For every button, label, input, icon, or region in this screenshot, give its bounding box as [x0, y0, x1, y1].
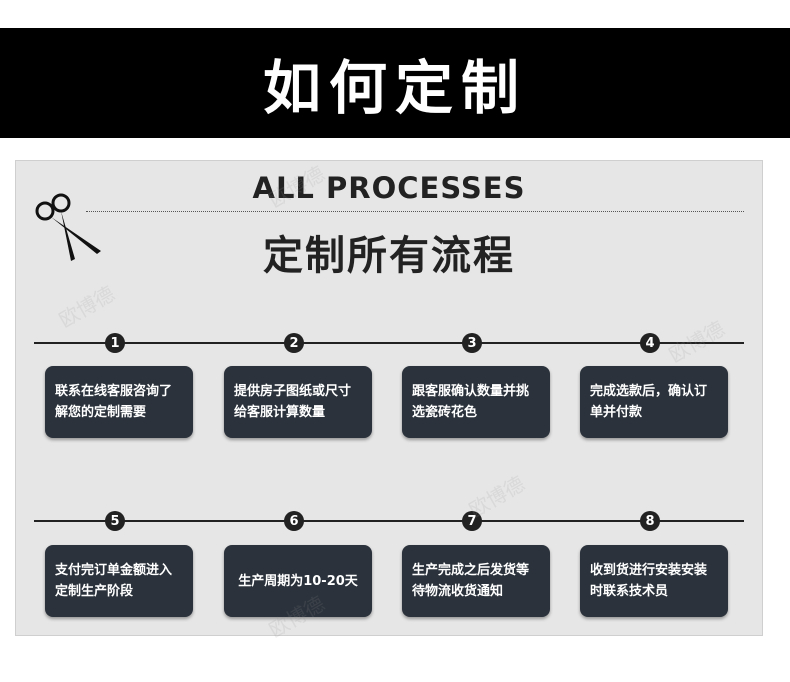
- step-card: 联系在线客服咨询了解您的定制需要: [45, 366, 193, 438]
- step-text: 收到货进行安装安装时联系技术员: [590, 563, 708, 599]
- step-text: 跟客服确认数量并挑选瓷砖花色: [412, 384, 530, 420]
- watermark: 欧博德: [664, 316, 729, 368]
- step-text: 联系在线客服咨询了解您的定制需要: [55, 384, 173, 420]
- step-number: 3: [462, 333, 482, 353]
- step-text: 提供房子图纸或尺寸给客服计算数量: [234, 384, 352, 420]
- title-english: ALL PROCESSES: [252, 171, 526, 205]
- dotted-divider: [86, 211, 744, 212]
- step-text: 支付完订单金额进入定制生产阶段: [55, 563, 173, 599]
- step-card: 提供房子图纸或尺寸给客服计算数量: [224, 366, 372, 438]
- step-card: 支付完订单金额进入定制生产阶段: [45, 545, 193, 617]
- step-number: 8: [640, 511, 660, 531]
- step-card: 生产完成之后发货等待物流收货通知: [402, 545, 550, 617]
- timeline-row-1: [34, 342, 744, 344]
- step-number: 2: [284, 333, 304, 353]
- scissors-icon: [35, 193, 101, 261]
- step-card: 收到货进行安装安装时联系技术员: [580, 545, 728, 617]
- step-text: 完成选款后，确认订单并付款: [590, 384, 708, 420]
- step-card: 跟客服确认数量并挑选瓷砖花色: [402, 366, 550, 438]
- title-chinese: 定制所有流程: [263, 233, 515, 279]
- step-card: 生产周期为10-20天: [224, 545, 372, 617]
- step-number: 7: [462, 511, 482, 531]
- step-number: 1: [105, 333, 125, 353]
- step-card: 完成选款后，确认订单并付款: [580, 366, 728, 438]
- process-panel: ALL PROCESSES 定制所有流程 1 2 3 4 联系在线客服咨询了解您…: [15, 160, 763, 642]
- step-number: 6: [284, 511, 304, 531]
- watermark: 欧博德: [54, 281, 119, 333]
- step-number: 4: [640, 333, 660, 353]
- step-number: 5: [105, 511, 125, 531]
- timeline-row-2: [34, 520, 744, 522]
- header-title: 如何定制: [262, 54, 527, 122]
- step-text: 生产周期为10-20天: [238, 573, 358, 589]
- step-text: 生产完成之后发货等待物流收货通知: [412, 563, 530, 599]
- header-bar: 如何定制: [0, 28, 790, 138]
